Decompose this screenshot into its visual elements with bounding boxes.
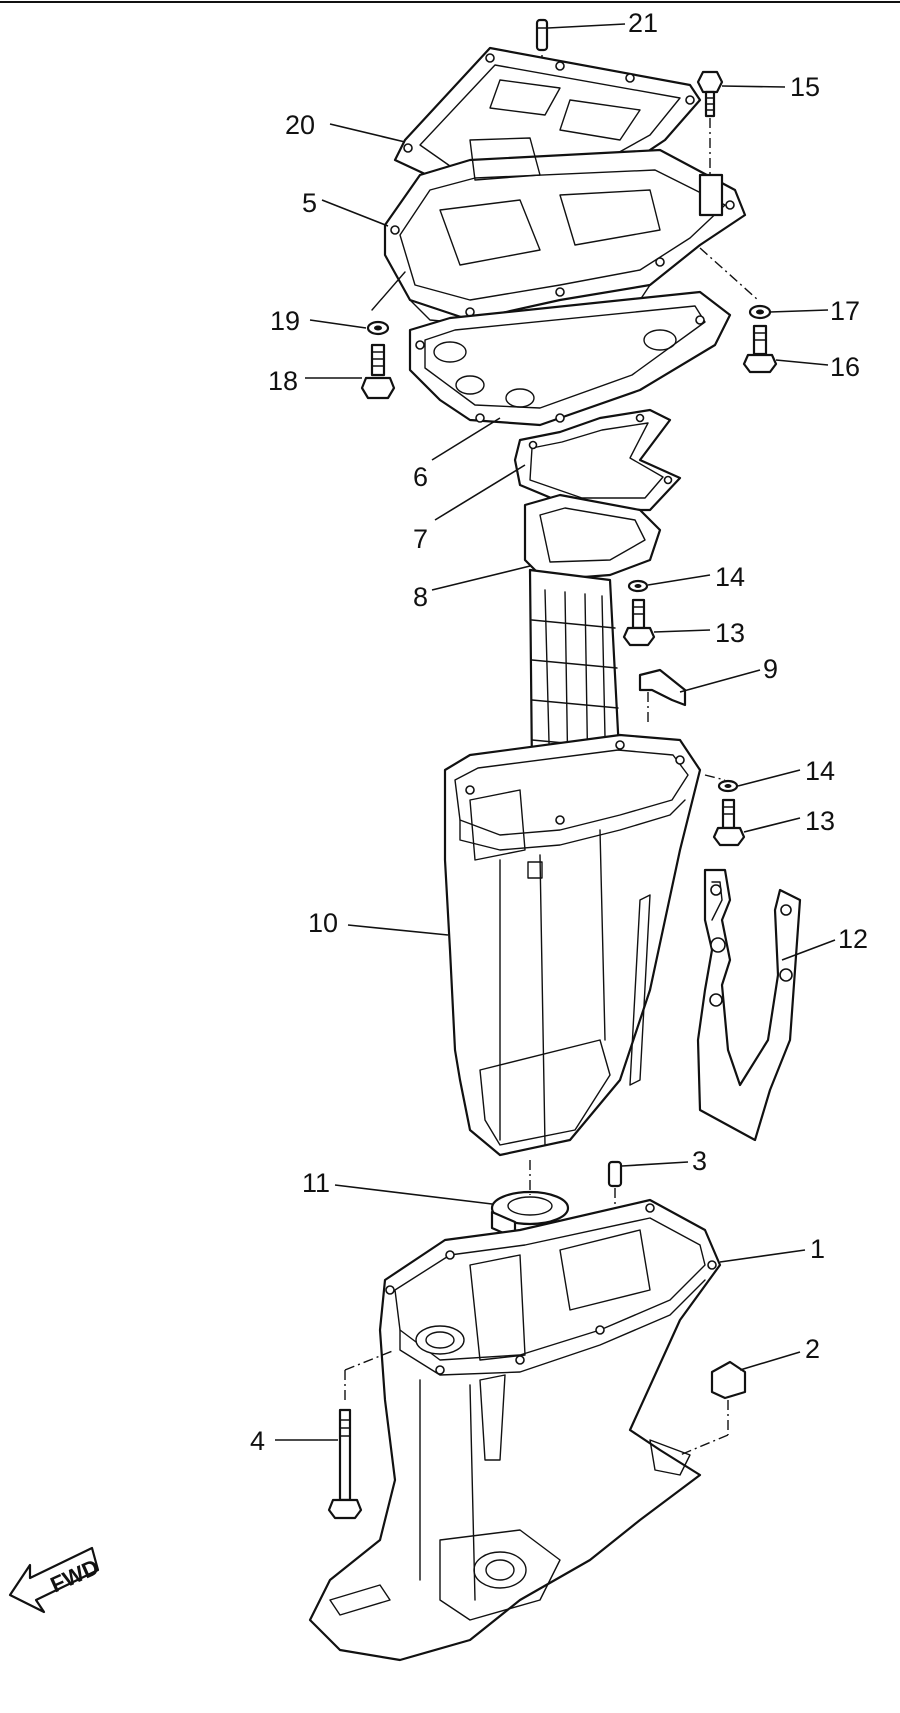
part-13-bolt-lower xyxy=(712,798,746,847)
part-14-washer-upper xyxy=(627,579,649,593)
callout-5: 5 xyxy=(302,188,317,218)
part-16-washer xyxy=(748,304,772,320)
part-11-grommet xyxy=(490,1160,570,1240)
part-19-washer xyxy=(366,320,390,336)
callout-12: 12 xyxy=(838,924,868,954)
callout-10: 10 xyxy=(308,908,338,938)
callout-16: 17 xyxy=(830,296,860,326)
part-14-washer-lower xyxy=(704,774,739,793)
part-3-dowel-pin xyxy=(607,1160,623,1205)
part-4-long-bolt xyxy=(327,1349,396,1520)
part-13-bolt-upper xyxy=(622,598,656,647)
part-5-upper-plate xyxy=(371,137,759,331)
callout-15: 16 xyxy=(830,352,860,382)
callout-3: 3 xyxy=(692,1146,707,1176)
leader-lines xyxy=(275,23,836,1441)
part-8-exhaust-guide xyxy=(523,493,662,792)
callout-7: 7 xyxy=(413,524,428,554)
part-15-bolt xyxy=(742,324,778,374)
callout-4: 4 xyxy=(250,1426,265,1456)
part-17-bolt xyxy=(696,70,724,178)
part-1-upper-casing xyxy=(308,1198,722,1662)
callout-11: 11 xyxy=(302,1168,330,1198)
part-10-oil-pan xyxy=(443,733,702,1157)
callout-6: 6 xyxy=(413,462,428,492)
part-9-clip xyxy=(638,668,687,725)
callout-20: 20 xyxy=(285,110,315,140)
part-7-gasket xyxy=(513,408,682,512)
callout-labels: 21 15 20 5 19 18 17 16 6 7 8 14 13 9 14 … xyxy=(250,8,868,1456)
callout-13-upper: 13 xyxy=(715,618,745,648)
part-18-bolt xyxy=(360,343,396,400)
part-2-cover xyxy=(679,1360,747,1456)
callout-14-upper: 14 xyxy=(715,562,745,592)
callout-21: 21 xyxy=(628,8,658,38)
callout-2: 2 xyxy=(805,1334,820,1364)
callout-9: 9 xyxy=(763,654,778,684)
callout-1: 1 xyxy=(810,1234,825,1264)
fwd-arrow: FWD xyxy=(8,1546,103,1614)
callout-18: 18 xyxy=(268,366,298,396)
callout-13-lower: 13 xyxy=(805,806,835,836)
part-12-seal xyxy=(696,868,802,1142)
callout-17: 15 xyxy=(790,72,820,102)
part-6-gasket xyxy=(408,290,732,427)
callout-14-lower: 14 xyxy=(805,756,835,786)
callout-8: 8 xyxy=(413,582,428,612)
callout-19: 19 xyxy=(270,306,300,336)
